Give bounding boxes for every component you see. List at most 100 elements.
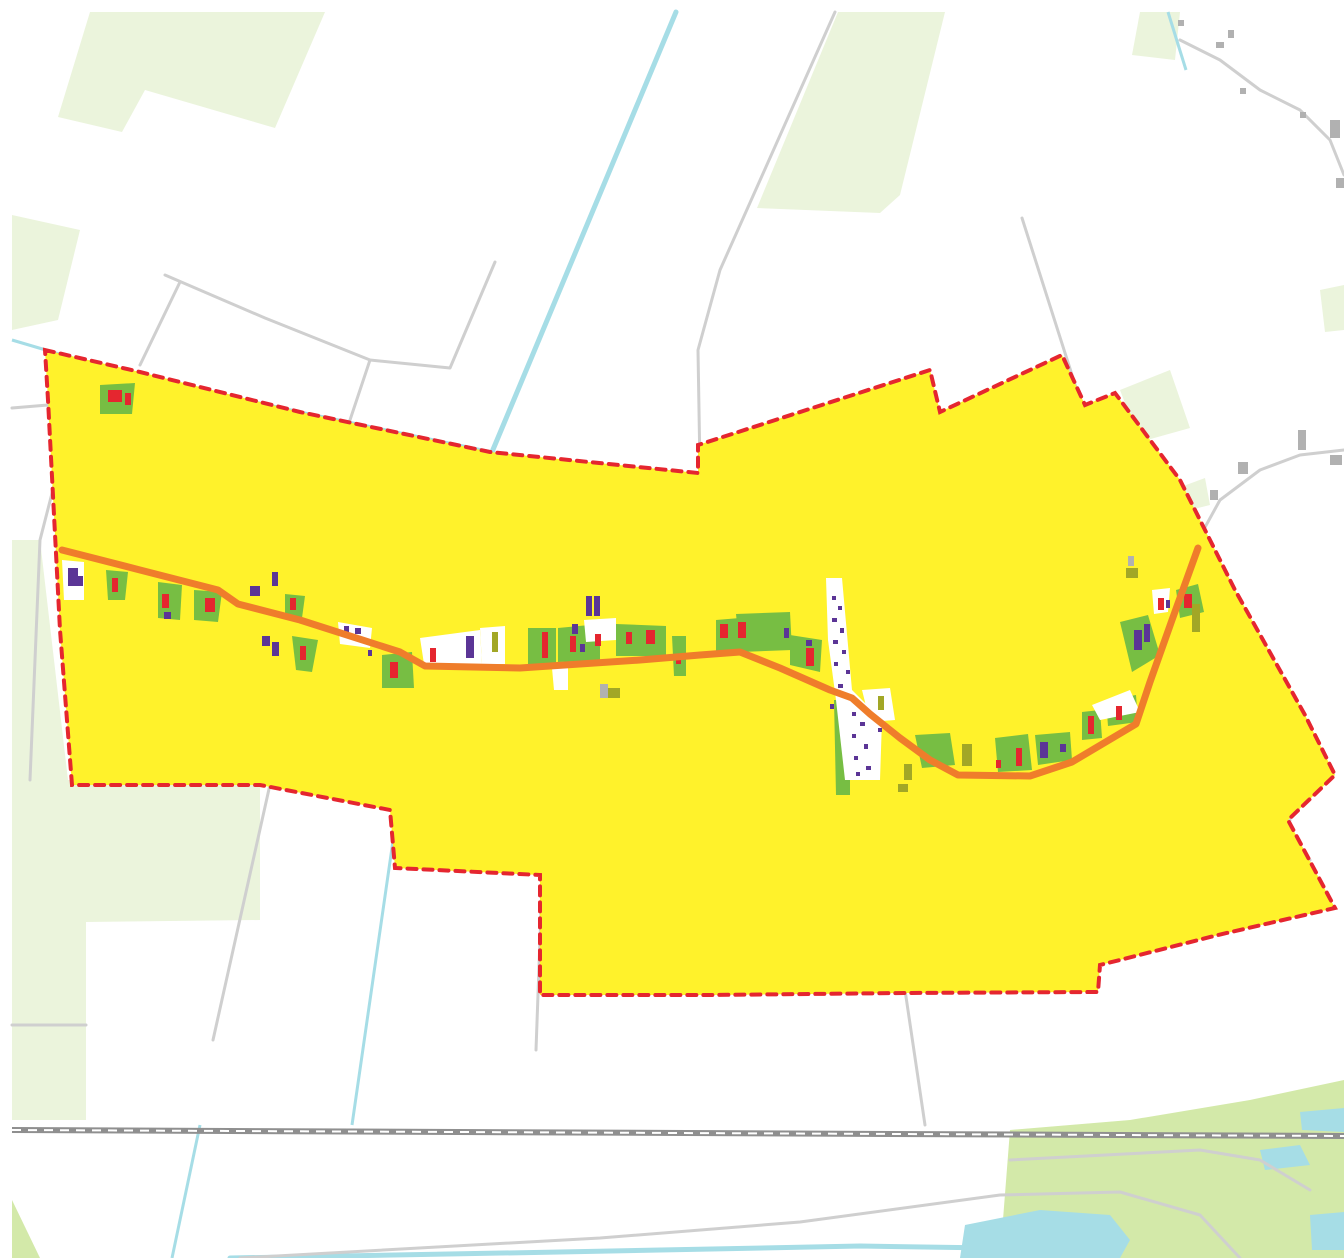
building-olive xyxy=(608,688,620,698)
building-purple xyxy=(866,766,871,770)
building-grey xyxy=(1330,455,1342,465)
building-purple xyxy=(1144,624,1150,642)
railway-sleepers xyxy=(11,1129,1344,1137)
building-purple xyxy=(852,734,856,738)
building-purple xyxy=(832,618,837,622)
building-purple xyxy=(1040,742,1048,758)
building-purple xyxy=(466,636,474,658)
building-red xyxy=(205,598,215,612)
buildings-purple xyxy=(68,568,1170,776)
building-purple xyxy=(1060,744,1066,752)
lake-south-east xyxy=(960,1210,1130,1258)
building-grey xyxy=(1298,430,1306,450)
building-red xyxy=(996,760,1001,768)
building-purple xyxy=(355,628,361,634)
building-purple xyxy=(78,576,83,586)
building-red xyxy=(1184,594,1192,608)
building-red xyxy=(108,390,122,402)
building-olive xyxy=(1192,604,1200,632)
road-northeast xyxy=(1196,448,1344,542)
yard-12 xyxy=(736,612,792,652)
field-northwest xyxy=(58,12,325,132)
building-grey xyxy=(1216,42,1224,48)
building-purple xyxy=(838,684,843,688)
building-purple xyxy=(864,744,868,749)
field-west-lower xyxy=(12,540,260,1120)
building-purple xyxy=(838,606,842,610)
building-purple xyxy=(368,650,372,656)
yard-9 xyxy=(616,624,666,656)
study-area-boundary xyxy=(42,347,1338,997)
study-area xyxy=(45,350,1335,995)
building-grey xyxy=(1300,112,1306,118)
building-red xyxy=(125,393,131,405)
lot-10 xyxy=(552,668,568,690)
building-purple xyxy=(833,640,838,644)
building-purple xyxy=(840,628,844,633)
building-purple xyxy=(272,572,278,586)
railway xyxy=(11,1127,1344,1139)
buildings xyxy=(68,20,1344,792)
building-grey xyxy=(1336,178,1344,188)
building-olive xyxy=(904,764,912,780)
pond-east-3 xyxy=(1310,1212,1344,1250)
field-north-center xyxy=(757,12,945,213)
building-purple xyxy=(250,586,260,596)
building-red xyxy=(1116,706,1122,720)
building-purple xyxy=(832,596,836,600)
building-olive xyxy=(878,696,884,710)
buildings-grey xyxy=(600,20,1344,698)
building-purple xyxy=(1166,600,1170,608)
building-purple xyxy=(344,626,349,632)
building-purple xyxy=(846,670,850,674)
field-west-upper xyxy=(12,215,80,330)
building-purple xyxy=(784,628,789,638)
road-south-east xyxy=(238,1190,1242,1258)
building-grey xyxy=(1178,20,1184,26)
building-red xyxy=(806,648,814,666)
building-olive xyxy=(1126,568,1138,578)
building-red xyxy=(720,624,728,638)
building-purple xyxy=(834,662,838,666)
building-red xyxy=(430,648,436,662)
road-west-2 xyxy=(138,280,182,367)
building-red xyxy=(1088,716,1094,734)
building-red xyxy=(1158,598,1164,610)
building-grey xyxy=(600,684,608,698)
building-red xyxy=(738,622,746,638)
road-northeast-2 xyxy=(1178,38,1344,177)
field-northeast-1 xyxy=(1132,12,1180,60)
field-southwest-corner xyxy=(12,1200,40,1258)
building-purple xyxy=(830,704,834,709)
building-purple xyxy=(272,642,279,656)
yard-2 xyxy=(158,582,182,620)
building-purple xyxy=(594,596,600,616)
building-purple xyxy=(854,756,858,760)
building-purple xyxy=(586,596,592,616)
main-road xyxy=(58,544,1202,780)
building-grey xyxy=(1228,30,1234,38)
building-purple xyxy=(806,640,812,646)
pond-east-2 xyxy=(1300,1108,1344,1132)
yard-16 xyxy=(995,734,1032,772)
building-red xyxy=(162,594,169,608)
building-red xyxy=(646,630,655,644)
building-purple xyxy=(572,624,578,634)
building-red xyxy=(570,636,576,652)
road-west-1 xyxy=(163,260,497,370)
buildings-residential xyxy=(108,390,1192,768)
building-olive xyxy=(898,784,908,792)
building-purple xyxy=(580,644,585,652)
canal-south-west xyxy=(170,1124,202,1258)
building-purple xyxy=(68,568,78,586)
building-grey xyxy=(1240,88,1246,94)
canal-northeast xyxy=(1166,11,1188,71)
building-grey xyxy=(1330,120,1340,138)
building-red xyxy=(112,578,118,592)
pond-east-1 xyxy=(1260,1145,1310,1170)
building-red xyxy=(390,662,398,678)
lot-5 xyxy=(584,618,616,642)
building-purple xyxy=(860,722,865,726)
lot-8 xyxy=(1092,690,1140,720)
